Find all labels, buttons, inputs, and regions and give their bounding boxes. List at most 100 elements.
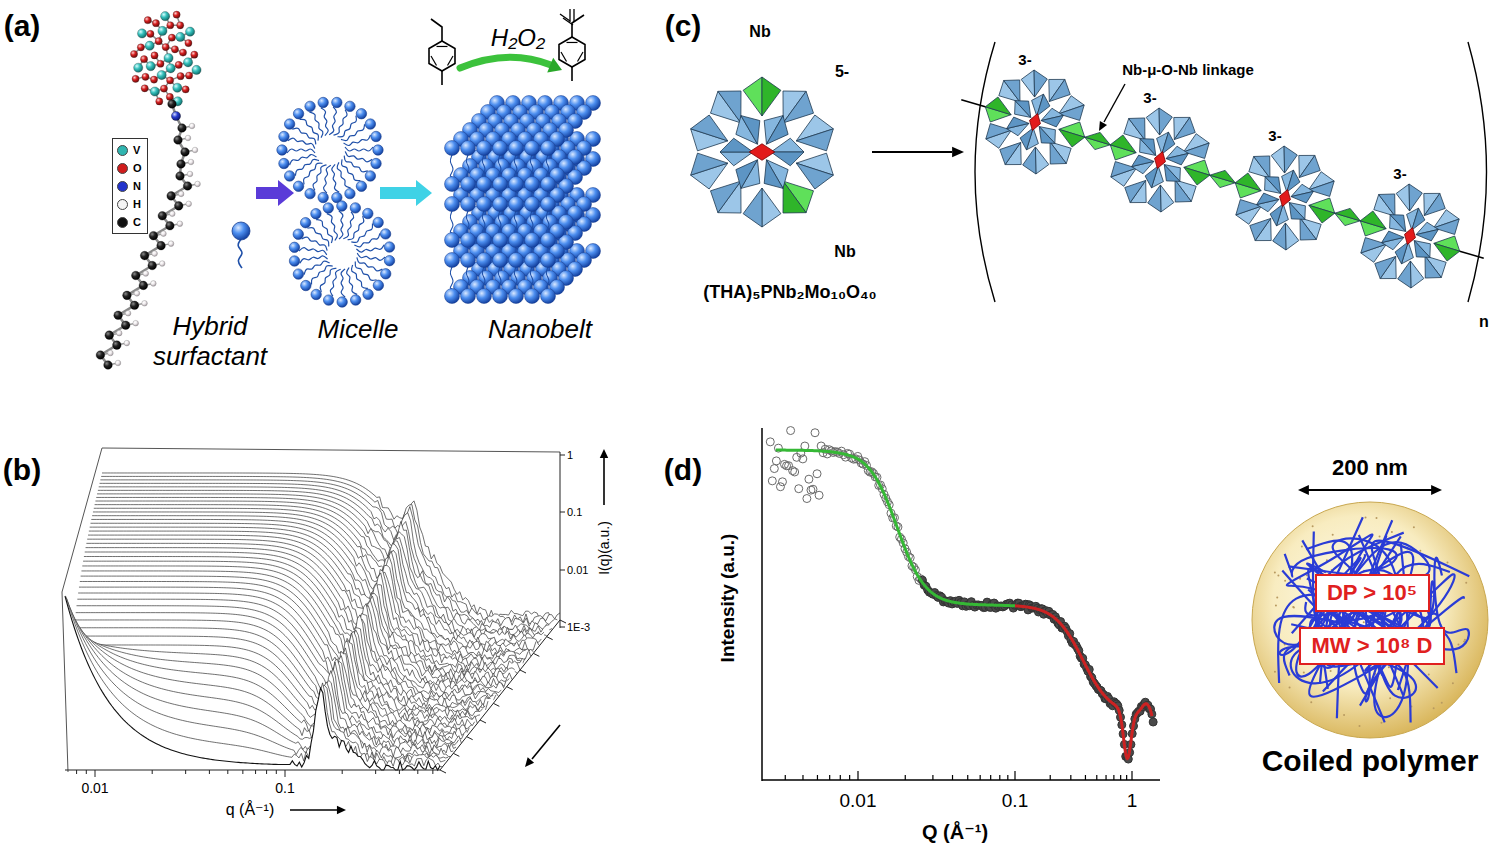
oxygen-atom [177,22,184,29]
axis-tick [1070,775,1071,780]
legend-swatch [117,199,128,210]
molybdenum-octahedron [1300,218,1316,240]
surfactant-tail [357,253,385,260]
axis-tick [1120,775,1121,780]
axis-tick [520,670,526,673]
molybdenum-octahedron [1300,218,1321,240]
texture-dot [1391,531,1393,533]
molybdenum-octahedron [999,80,1020,102]
legend-text: C [133,216,141,228]
surfactant-head [384,255,394,265]
surfactant-tail [332,164,339,192]
fit-line [1015,606,1152,759]
axis-tick [399,770,400,774]
texture-dot [1310,701,1312,703]
charge-label: 5- [835,63,849,81]
texture-dot [1303,672,1305,674]
molybdenum-octahedron [1410,261,1423,288]
metal-atom [146,62,155,71]
oxygen-atom [142,73,149,80]
surfactant-head [300,217,310,227]
arrowhead [1431,485,1442,495]
texture-dot [1293,606,1295,608]
texture-dot [1419,550,1421,552]
axis-tick [840,775,841,780]
legend-box: VONHC [112,138,148,234]
oxygen-atom [150,76,157,83]
nitrogen-atom [171,111,180,120]
surfactant-head [345,101,355,111]
double-bond [431,56,437,66]
hydrogen-atom [134,291,140,297]
texture-dot [1330,670,1332,672]
surfactant-head [311,289,321,299]
oxygen-atom [132,75,139,82]
value-text: DP > 10⁵ [1327,582,1417,604]
hydrogen-atom [187,171,193,177]
axis-tick [467,737,473,740]
oxygen-atom [157,60,164,67]
oxygen-atom [167,22,174,29]
carbon-atom [148,261,157,270]
charge-label: 3- [1393,165,1406,182]
surfactant-head [445,253,460,268]
carbon-atom [168,100,177,109]
oxygen-atom [144,17,151,24]
metal-atom [166,64,175,73]
arrowhead [1099,121,1107,131]
surfactant-head [323,295,333,305]
niobium-octahedron [743,77,762,116]
surfactant-head [356,181,366,191]
molybdenum-octahedron [1015,101,1031,118]
hydrogen-atom [192,147,198,153]
axis-tick [829,775,830,780]
texture-dot [1413,526,1415,528]
data-point [815,491,823,499]
surfactant-head [284,171,294,181]
polymer-chains [1274,517,1469,722]
axis-tick [342,770,343,774]
axis-arrow [603,458,605,505]
surfactant-head [477,177,492,192]
molybdenum-octahedron [764,160,783,189]
surfactant-tail [466,211,469,233]
surfactant-head [541,289,556,304]
molybdenum-octahedron [1174,117,1195,139]
axis-tick [432,770,433,774]
molybdenum-octahedron [710,181,740,213]
axis-tick [152,770,153,774]
surfactant-tail [329,107,336,135]
oxygen-atom [130,50,137,57]
molybdenum-octahedron [1015,101,1031,118]
molybdenum-octahedron [1140,139,1156,156]
carbon-atom [176,172,185,181]
niobium-linkage [1335,208,1361,220]
sulfonyl-bond [573,9,574,22]
surfactant-tail [339,211,343,239]
texture-dot [1274,572,1276,574]
double-bond [567,42,578,43]
surfactant-head [373,217,383,227]
data-point [799,455,807,463]
data-point [787,427,795,435]
surfactant-head [493,141,508,156]
tick-label: 1E-3 [567,621,590,634]
thioether-molecule [429,19,455,85]
carbon-atom [114,311,123,320]
axis-tick [1105,775,1106,780]
panel-letter: (a) [4,9,41,44]
hydrogen-atom [170,211,176,217]
molybdenum-octahedron [1124,118,1145,140]
curve-mask [65,596,440,770]
molybdenum-octahedron [1285,223,1298,250]
molybdenum-octahedron [796,129,833,151]
texture-dot [1441,702,1443,704]
data-point [809,485,817,493]
surfactant-tail [341,124,365,140]
carbon-atom [157,241,166,250]
axis-tick [375,770,376,774]
legend-swatch [117,145,128,156]
legend-text: V [133,144,140,156]
phosphate-tetrahedron [1155,152,1166,169]
legend-text: O [133,162,142,174]
